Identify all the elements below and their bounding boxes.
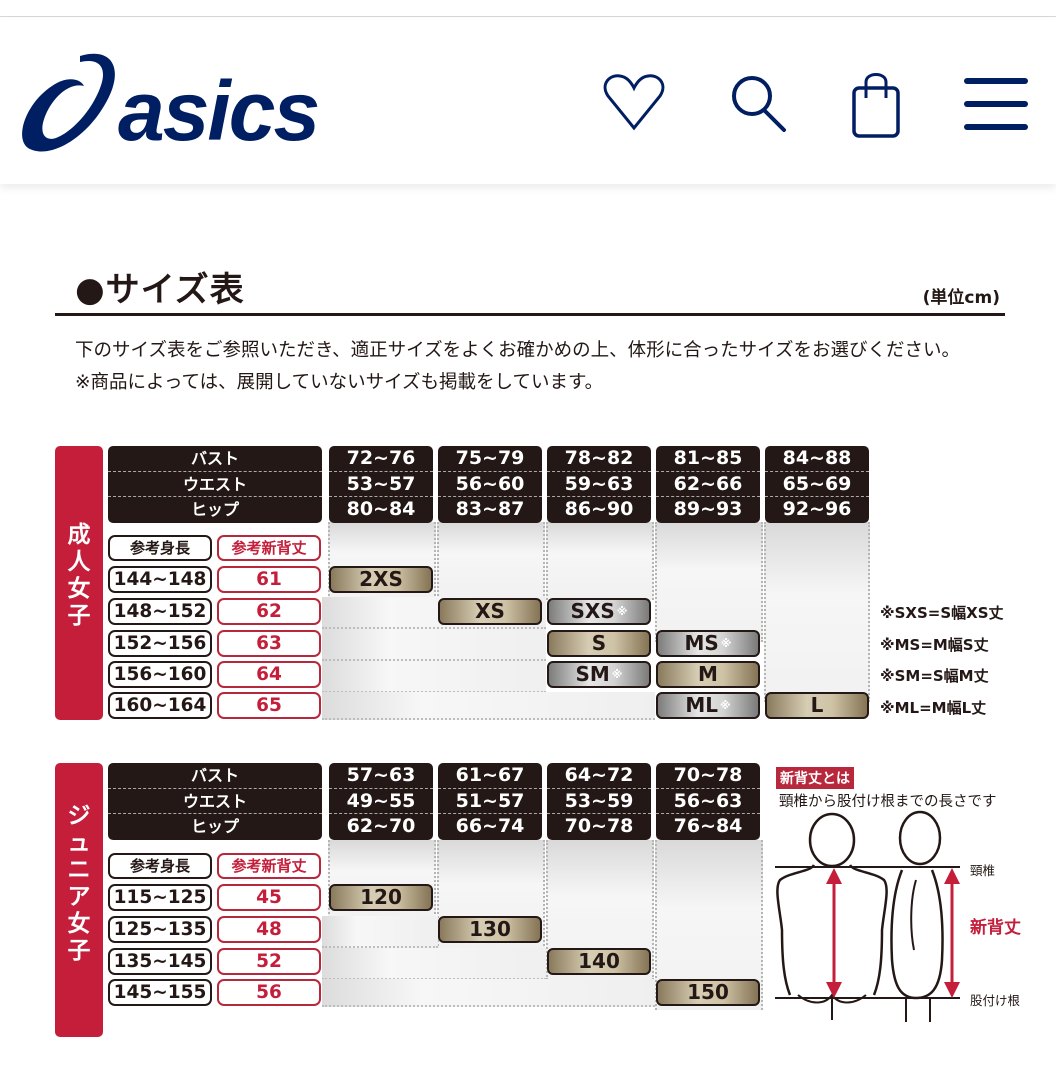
title-divider	[55, 313, 1005, 316]
label-back-length: 新背丈	[970, 918, 1021, 938]
size-badge-s: S	[547, 630, 651, 657]
back-length-description: 頸椎から股付け根までの長さです	[779, 794, 997, 810]
height-cell: 152~156	[108, 630, 212, 657]
back-length-header: 参考新背丈	[217, 853, 321, 879]
row-bg	[322, 661, 546, 693]
back-cell: 65	[217, 692, 321, 719]
back-cell: 63	[217, 630, 321, 657]
measure-labels: バストウエストヒップ	[108, 763, 322, 840]
size-badge-sm: SM※	[547, 661, 651, 688]
height-cell: 135~145	[108, 948, 212, 975]
heart-icon[interactable]	[602, 72, 666, 132]
status-bar-divider	[0, 0, 1056, 17]
size-badge-l: L	[765, 692, 869, 719]
measure-labels: バストウエストヒップ	[108, 446, 322, 523]
column-bg	[655, 522, 763, 642]
back-cell: 48	[217, 916, 321, 943]
page-title: ●サイズ表	[75, 270, 245, 310]
shopping-bag-icon[interactable]	[848, 70, 904, 140]
description-text: 下のサイズ表をご参照いただき、適正サイズをよくお確かめの上、体形に合ったサイズを…	[75, 340, 961, 361]
row-bg	[322, 692, 655, 720]
row-bg	[322, 629, 546, 661]
column-bg	[437, 522, 545, 600]
back-cell: 62	[217, 598, 321, 625]
size-note: ※SXS=S幅XS丈	[880, 604, 1004, 622]
menu-icon[interactable]	[962, 76, 1030, 132]
label-cervical: 頸椎	[970, 863, 996, 878]
group-label-adult-women: 成人女子	[55, 446, 103, 720]
size-badge-120: 120	[329, 884, 433, 911]
asics-logo[interactable]: asics	[18, 48, 333, 158]
site-header: asics	[0, 18, 1056, 184]
height-cell: 148~152	[108, 598, 212, 625]
unit-label: (単位cm)	[922, 288, 1000, 308]
height-cell: 160~164	[108, 692, 212, 719]
size-note: ※ML=M幅L丈	[880, 699, 987, 717]
label-crotch: 股付け根	[970, 993, 1021, 1008]
size-badge-150: 150	[656, 979, 760, 1006]
size-badge-130: 130	[438, 916, 542, 943]
back-length-tag: 新背丈とは	[776, 767, 854, 789]
row-bg	[322, 948, 546, 980]
back-cell: 52	[217, 948, 321, 975]
height-header: 参考身長	[108, 853, 212, 879]
row-bg	[322, 916, 438, 948]
back-length-header: 参考新背丈	[217, 535, 321, 561]
row-bg	[322, 979, 655, 1007]
size-badge-ml: ML※	[656, 692, 760, 719]
body-measurement-illustration	[770, 810, 970, 1029]
back-cell: 61	[217, 566, 321, 593]
height-cell: 144~148	[108, 566, 212, 593]
size-note: ※MS=M幅S丈	[880, 636, 989, 654]
size-badge-sxs: SXS※	[547, 598, 651, 625]
size-badge-140: 140	[547, 948, 651, 975]
height-cell: 156~160	[108, 661, 212, 688]
column-bg	[546, 522, 654, 600]
size-note: ※SM=S幅M丈	[880, 667, 989, 685]
height-cell: 125~135	[108, 916, 212, 943]
size-badge-2xs: 2XS	[329, 566, 433, 593]
svg-text:asics: asics	[118, 64, 318, 158]
back-cell: 64	[217, 661, 321, 688]
back-cell: 45	[217, 884, 321, 911]
height-cell: 115~125	[108, 884, 212, 911]
group-label-junior-girls: ジュニア女子	[55, 763, 103, 1037]
height-header: 参考身長	[108, 535, 212, 561]
description-note: ※商品によっては、展開していないサイズも掲載をしています。	[75, 372, 604, 393]
back-cell: 56	[217, 979, 321, 1006]
search-icon[interactable]	[728, 72, 792, 132]
size-badge-m: M	[656, 661, 760, 688]
size-badge-xs: XS	[438, 598, 542, 625]
size-badge-ms: MS※	[656, 630, 760, 657]
column-bg	[764, 522, 870, 702]
height-cell: 145~155	[108, 979, 212, 1006]
